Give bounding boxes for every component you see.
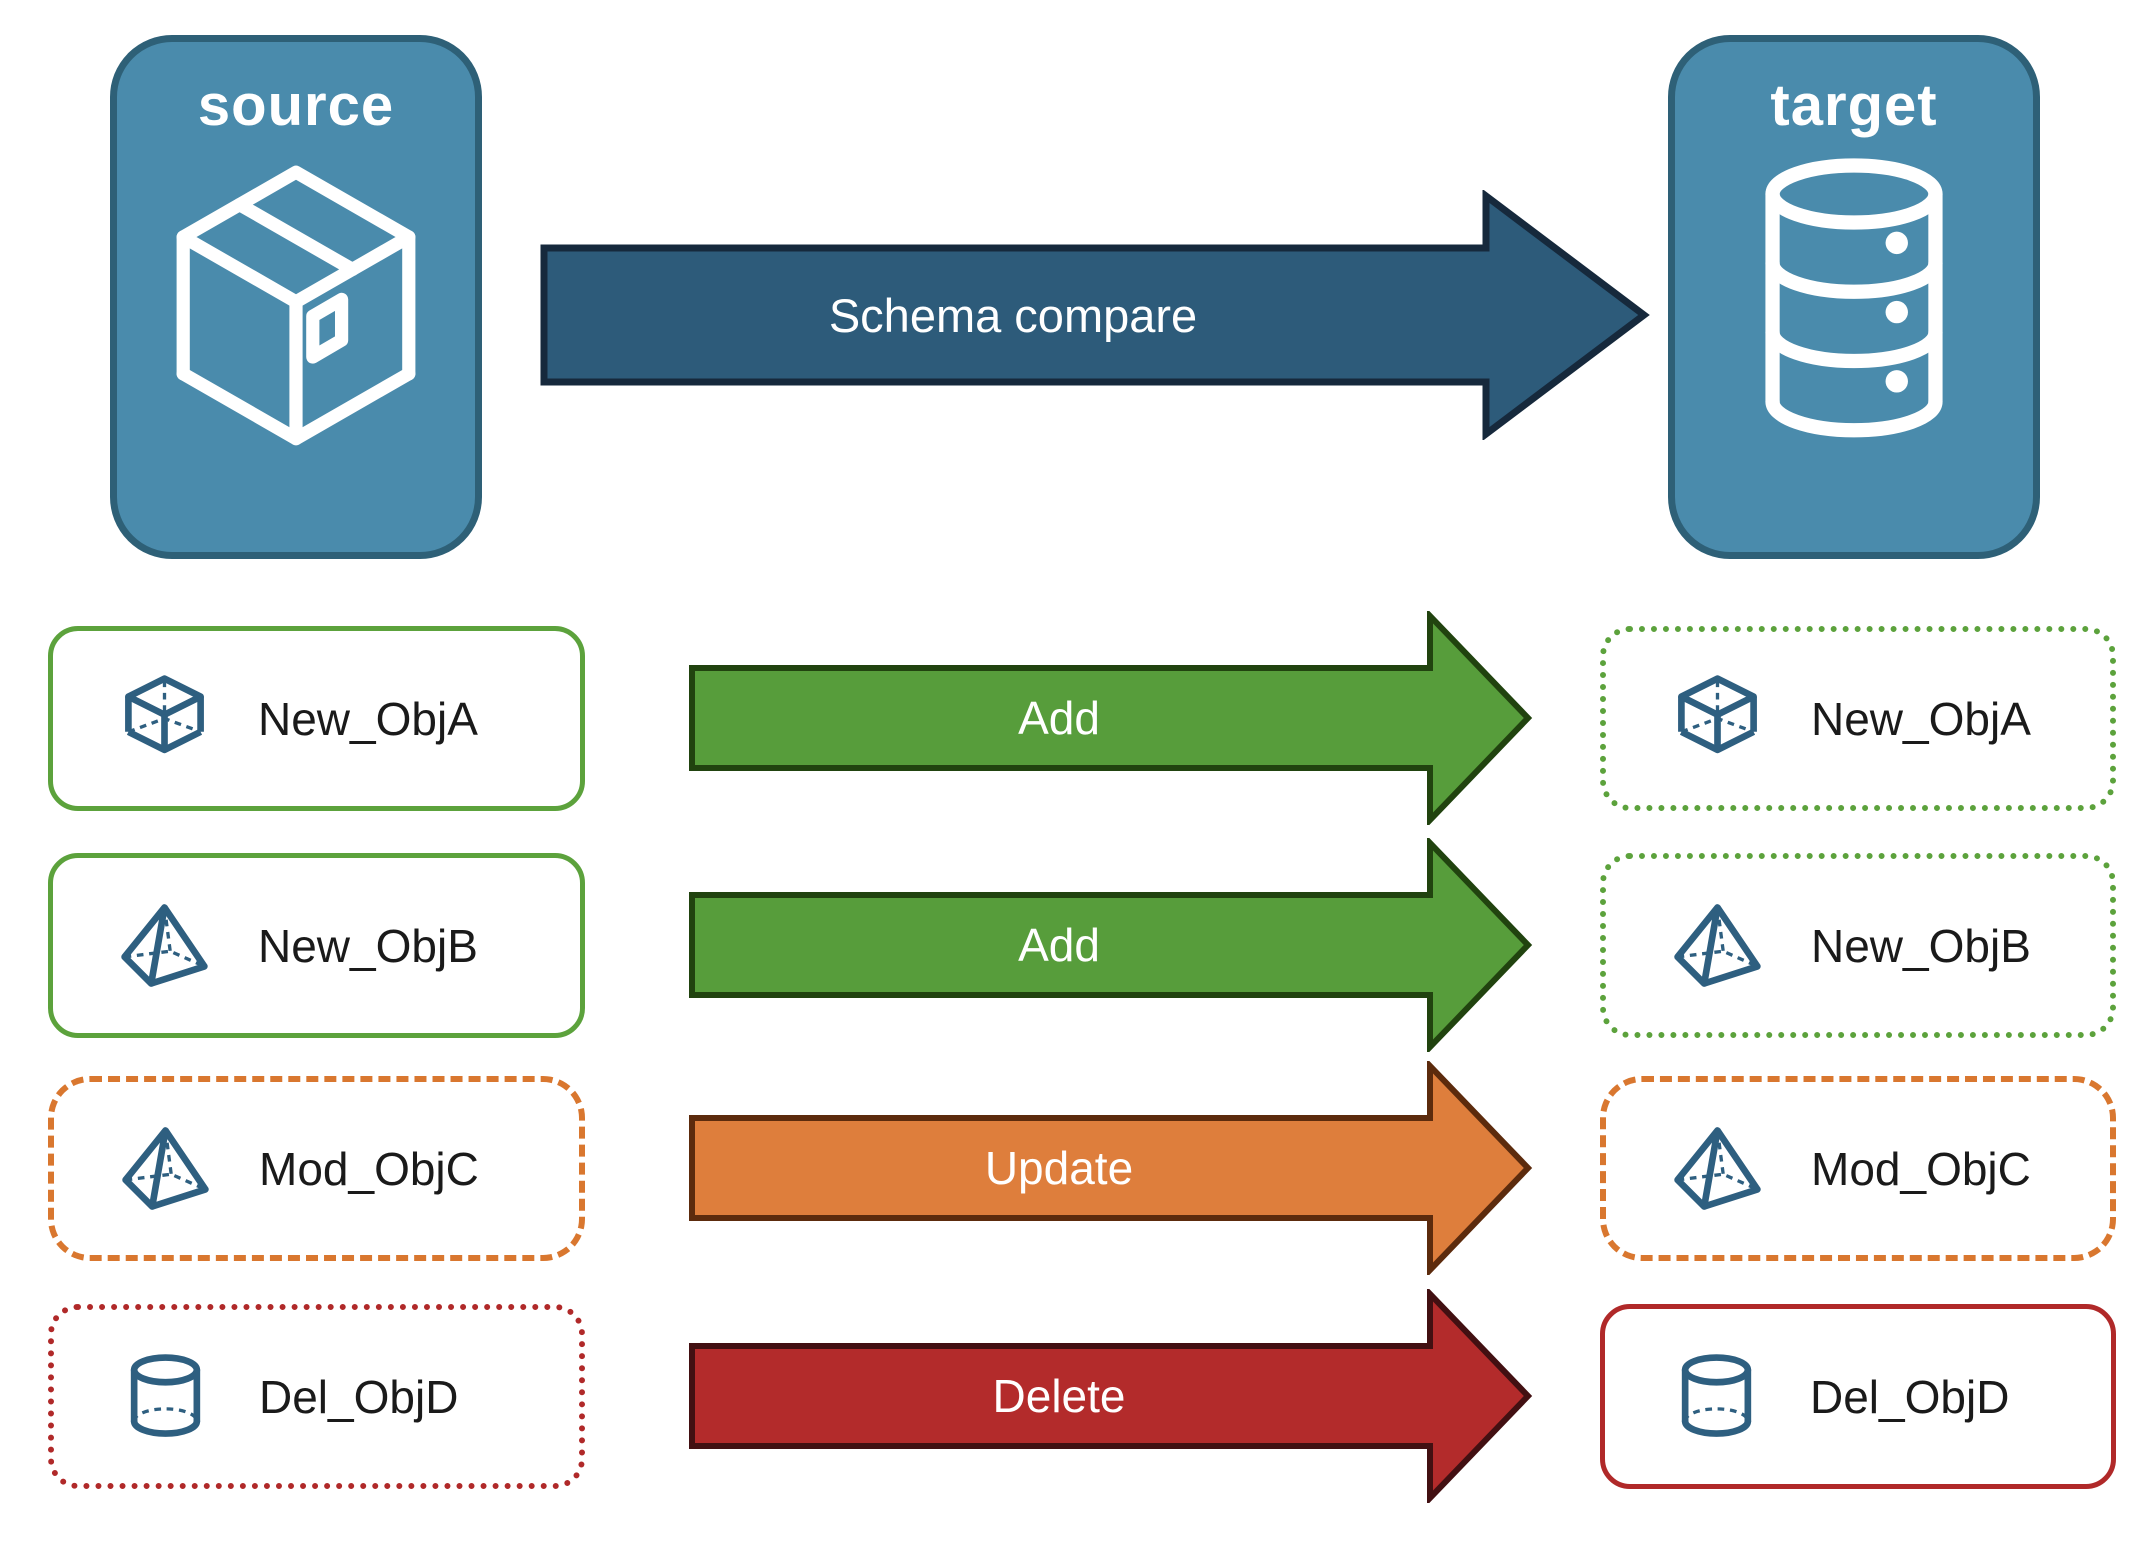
add-arrow-label: Add xyxy=(1018,919,1100,971)
source-object-mod-objc: Mod_ObjC xyxy=(48,1076,585,1261)
source-object-new-objb: New_ObjB xyxy=(48,853,585,1038)
object-name: Mod_ObjC xyxy=(259,1142,479,1195)
update-arrow-shape xyxy=(689,1061,1533,1275)
update-arrow-label: Update xyxy=(984,1142,1134,1194)
delete-arrow: Delete xyxy=(688,1289,1533,1503)
package-box-icon xyxy=(176,165,416,446)
target-object-new-obja: New_ObjA xyxy=(1600,626,2116,811)
delete-arrow-shape xyxy=(689,1289,1533,1503)
pyramid-icon xyxy=(121,904,208,987)
object-name: Del_ObjD xyxy=(259,1370,459,1423)
schema-compare-arrow: Schema compare xyxy=(540,190,1650,440)
update-arrow: Update xyxy=(688,1061,1533,1275)
pyramid-icon xyxy=(1674,1127,1761,1210)
target-object-new-objb: New_ObjB xyxy=(1600,853,2116,1038)
schema-compare-arrow-label: Schema compare xyxy=(828,288,1198,342)
cylinder-icon xyxy=(130,1354,201,1437)
add-arrow-label: Add xyxy=(1018,692,1100,744)
add-arrow-shape xyxy=(689,611,1533,825)
source-object-del-objd: Del_ObjD xyxy=(48,1304,585,1489)
object-name: New_ObjA xyxy=(1811,692,2031,745)
source-object-new-obja: New_ObjA xyxy=(48,626,585,811)
cube-icon xyxy=(125,675,204,754)
source-node: source xyxy=(110,35,482,559)
target-object-mod-objc: Mod_ObjC xyxy=(1600,1076,2116,1261)
schema-compare-arrow-shape xyxy=(540,190,1650,440)
source-node-title: source xyxy=(197,73,395,138)
delete-arrow-label: Delete xyxy=(992,1370,1126,1422)
cylinder-icon xyxy=(1681,1354,1752,1437)
target-object-del-objd: Del_ObjD xyxy=(1600,1304,2116,1489)
target-node: target xyxy=(1668,35,2040,559)
add-arrow-1: Add xyxy=(688,611,1533,825)
cube-icon xyxy=(1678,675,1757,754)
object-name: Mod_ObjC xyxy=(1811,1142,2031,1195)
add-arrow-shape xyxy=(689,838,1533,1052)
add-arrow-2: Add xyxy=(688,838,1533,1052)
object-name: Del_ObjD xyxy=(1810,1370,2010,1423)
object-name: New_ObjB xyxy=(1811,919,2031,972)
pyramid-icon xyxy=(1674,904,1761,987)
object-name: New_ObjA xyxy=(258,692,478,745)
pyramid-icon xyxy=(122,1127,209,1210)
object-name: New_ObjB xyxy=(258,919,478,972)
target-node-title: target xyxy=(1770,73,1938,138)
database-icon xyxy=(1765,158,1943,438)
